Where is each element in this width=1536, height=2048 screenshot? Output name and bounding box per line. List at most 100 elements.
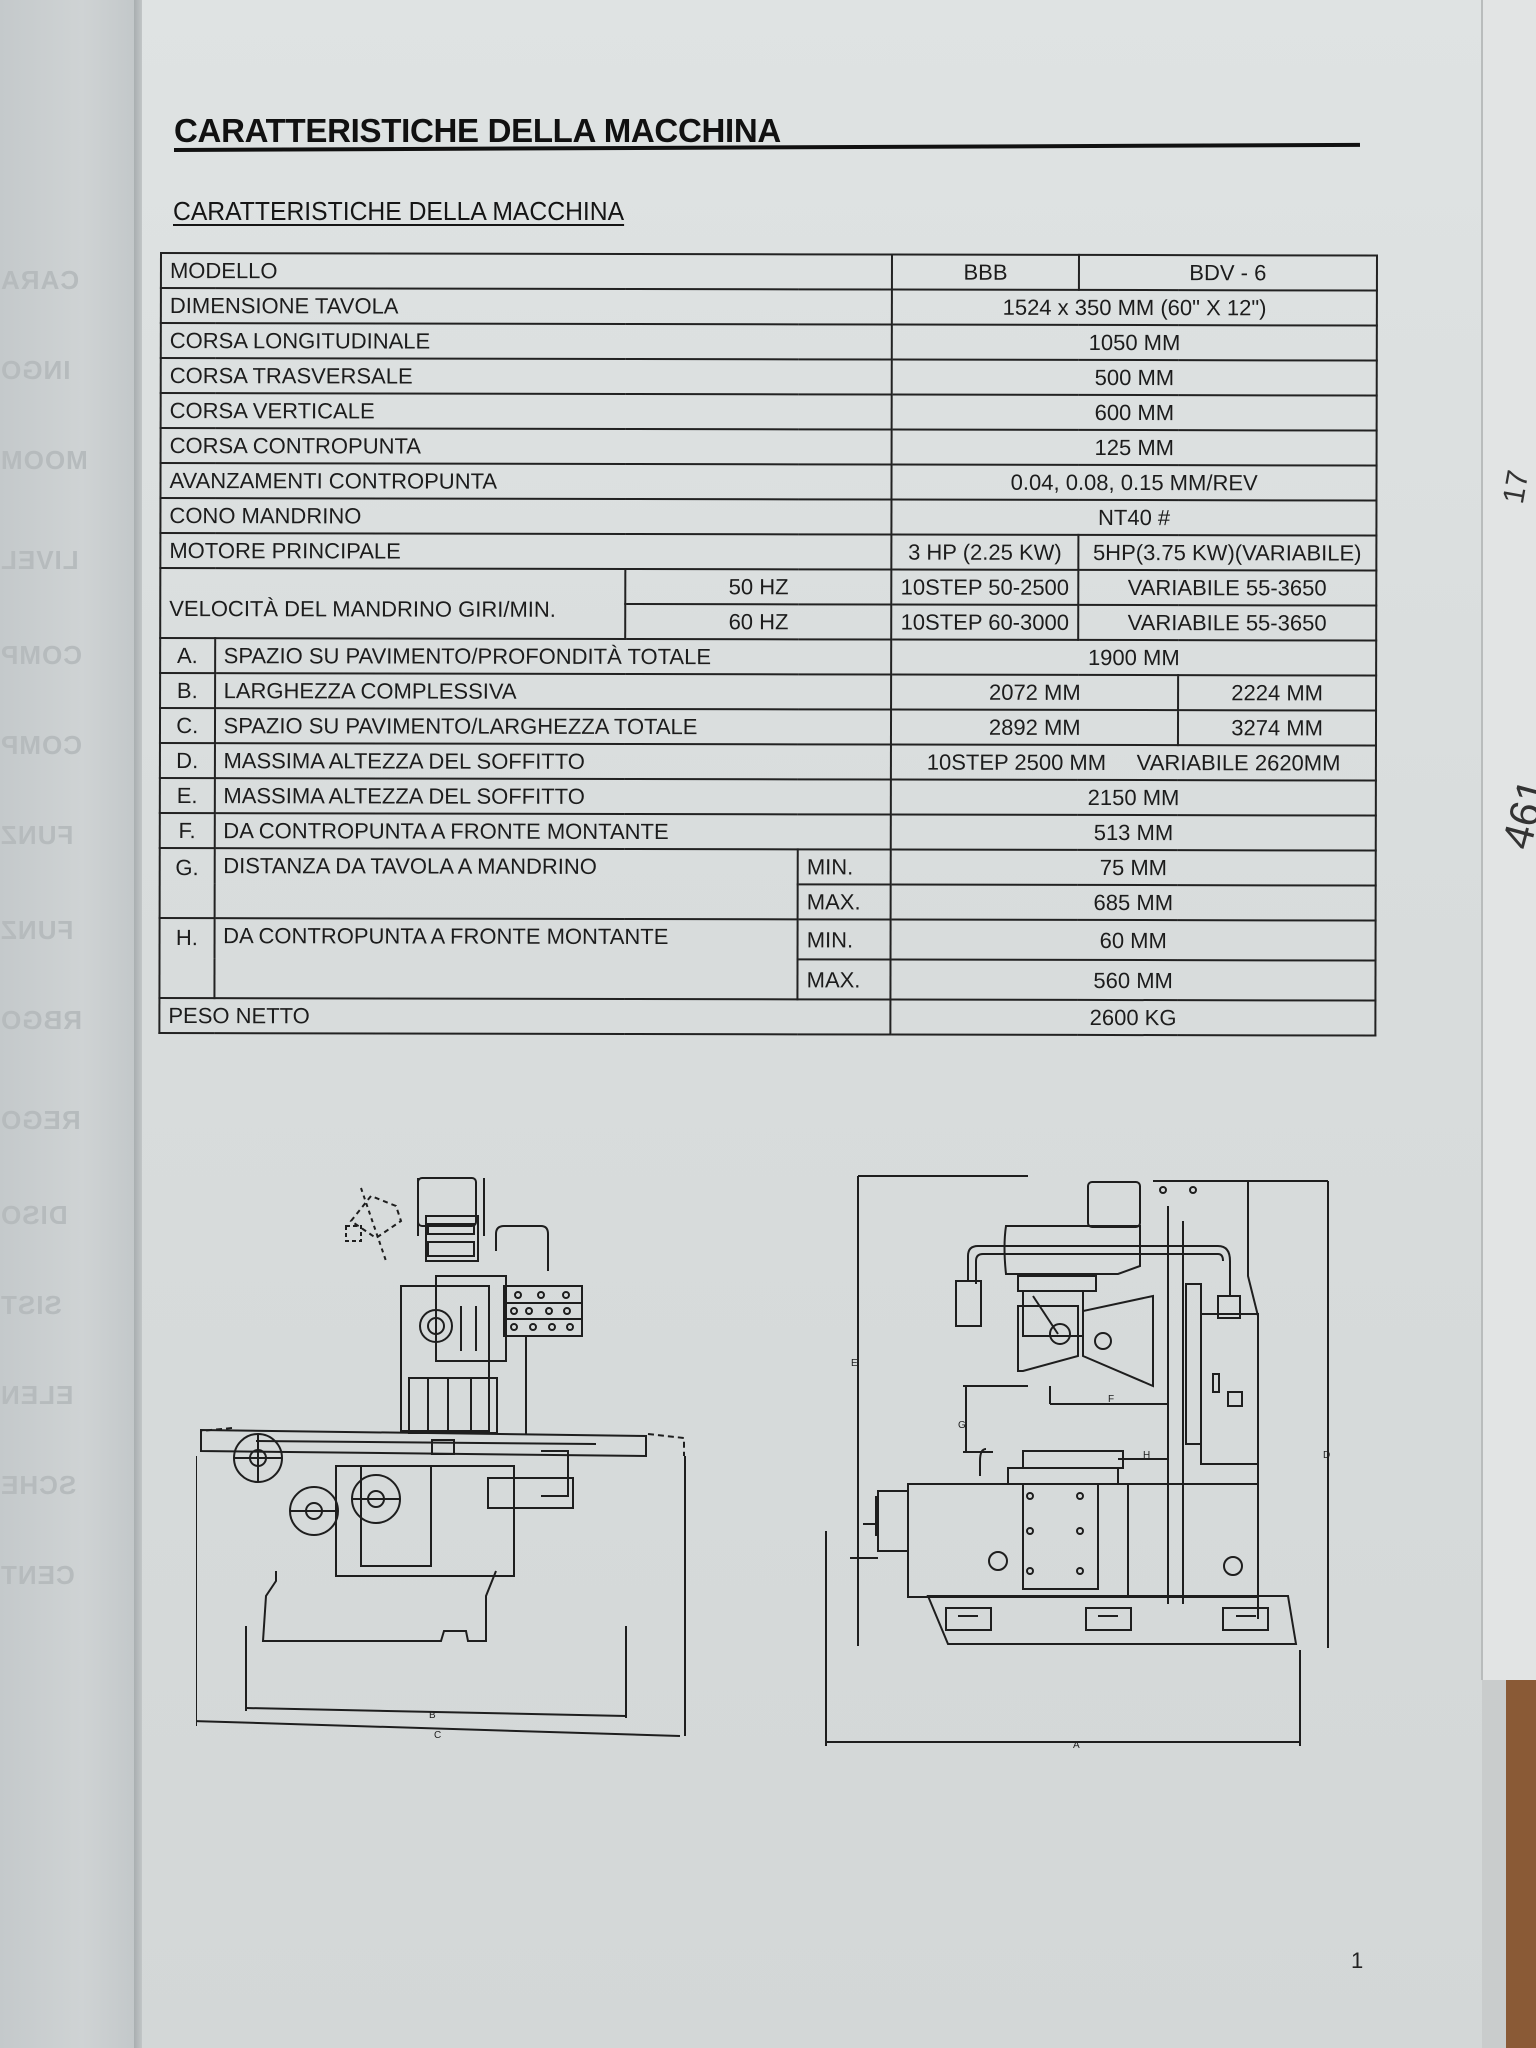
- value-cell: 1900 MM: [891, 639, 1377, 676]
- label-cell: CORSA TRASVERSALE: [160, 358, 893, 395]
- value-cell-min: 75 MM: [891, 849, 1376, 886]
- table-row: CONO MANDRINO NT40 #: [160, 498, 1377, 536]
- label-cell: LARGHEZZA COMPLESSIVA: [214, 673, 892, 710]
- label-cell: SPAZIO SU PAVIMENTO/LARGHEZZA TOTALE: [214, 708, 892, 745]
- label-cell: SPAZIO SU PAVIMENTO/PROFONDITÀ TOTALE: [214, 638, 892, 675]
- front-view-drawing: B C: [196, 1177, 686, 1741]
- value-bbb: 10STEP 2500 MM: [926, 749, 1107, 775]
- value-cell: NT40 #: [891, 499, 1377, 536]
- value-cell-bbb: 2892 MM: [891, 709, 1179, 746]
- freq-cell: 60 HZ: [625, 603, 892, 640]
- page-edge: [1481, 0, 1483, 1680]
- dim-label-c: C: [434, 1730, 441, 1741]
- min-label: MIN.: [797, 919, 891, 960]
- table-row-dim-a: A. SPAZIO SU PAVIMENTO/PROFONDITÀ TOTALE…: [160, 638, 1377, 676]
- value-cell-max: 685 MM: [890, 884, 1376, 921]
- letter-cell: A.: [160, 638, 215, 674]
- value-cell: 125 MM: [891, 429, 1377, 466]
- value-cell: 1050 MM: [892, 324, 1377, 361]
- letter-cell: D.: [159, 743, 215, 779]
- label-cell: CORSA VERTICALE: [160, 393, 893, 430]
- table-row: CORSA TRASVERSALE 500 MM: [160, 358, 1377, 396]
- freq-cell: 50 HZ: [625, 568, 892, 605]
- facing-page: CARA INGO MOOM LIVEL COMP COMP FUNZ FUNZ…: [0, 0, 138, 2048]
- letter-cell: C.: [159, 708, 215, 744]
- side-view-drawing: E D F G H A: [825, 1175, 1330, 1751]
- dim-label-g: G: [958, 1420, 966, 1431]
- ghost-text: INGO: [0, 355, 71, 385]
- ghost-text: ELEN: [0, 1380, 74, 1410]
- dim-label-b: B: [429, 1710, 436, 1721]
- label-cell: VELOCITÀ DEL MANDRINO GIRI/MIN.: [160, 568, 626, 639]
- ghost-text: RBGO: [0, 1005, 82, 1035]
- label-cell: DA CONTROPUNTA A FRONTE MONTANTE: [213, 918, 798, 1000]
- value-cell-bbb: BBB: [892, 254, 1079, 290]
- value-cell-max: 560 MM: [890, 959, 1376, 1001]
- value-cell-bdv: 2224 MM: [1178, 675, 1377, 711]
- table-row: AVANZAMENTI CONTROPUNTA 0.04, 0.08, 0.15…: [160, 463, 1377, 501]
- table-row-model: MODELLO BBB BDV - 6: [160, 253, 1377, 291]
- page-fold: [134, 0, 144, 2048]
- value-cell: 600 MM: [891, 394, 1377, 431]
- value-cell-bdv: VARIABILE 55-3650: [1077, 604, 1377, 641]
- value-cell-bdv: VARIABILE 55-3650: [1078, 569, 1377, 606]
- value-cell: 2600 KG: [890, 999, 1376, 1036]
- dim-label-a: A: [1073, 1740, 1080, 1751]
- ghost-text: REGO: [0, 1105, 81, 1135]
- value-cell: 0.04, 0.08, 0.15 MM/REV: [891, 464, 1377, 501]
- table-row-weight: PESO NETTO 2600 KG: [159, 998, 1376, 1036]
- min-label: MIN.: [797, 849, 892, 885]
- table-row-dim-h-min: H. DA CONTROPUNTA A FRONTE MONTANTE MIN.…: [159, 918, 1376, 1000]
- table-row-motor: MOTORE PRINCIPALE 3 HP (2.25 KW) 5HP(3.7…: [160, 533, 1377, 571]
- letter-cell: H.: [159, 918, 215, 999]
- value-cell-bbb: 3 HP (2.25 KW): [891, 534, 1079, 570]
- dim-label-d: D: [1323, 1450, 1330, 1461]
- label-cell: MASSIMA ALTEZZA DEL SOFFITTO: [214, 778, 892, 815]
- ghost-text: COMP: [0, 640, 82, 670]
- label-cell: DA CONTROPUNTA A FRONTE MONTANTE: [214, 813, 892, 850]
- label-cell: MASSIMA ALTEZZA DEL SOFFITTO: [214, 743, 892, 780]
- value-cell: 1524 x 350 MM (60" X 12"): [892, 289, 1377, 326]
- label-cell: PESO NETTO: [159, 998, 891, 1035]
- document-page: [142, 0, 1482, 2048]
- page-title: CARATTERISTICHE DELLA MACCHINA: [174, 112, 781, 149]
- value-cell-min: 60 MM: [890, 919, 1376, 961]
- ghost-text: SCHE: [0, 1470, 77, 1500]
- ghost-text: COMP: [0, 730, 82, 760]
- table-row: DIMENSIONE TAVOLA 1524 x 350 MM (60" X 1…: [160, 288, 1377, 326]
- label-cell: CORSA LONGITUDINALE: [160, 323, 893, 360]
- ghost-text: DISO: [0, 1200, 68, 1230]
- letter-cell: F.: [159, 813, 215, 849]
- letter-cell: E.: [159, 778, 215, 814]
- dim-label-f: F: [1108, 1394, 1114, 1405]
- value-cell: 500 MM: [892, 359, 1377, 396]
- underlying-sheet: [1482, 0, 1536, 1680]
- ghost-text: CARA: [0, 265, 80, 295]
- table-row-spindle-50hz: VELOCITÀ DEL MANDRINO GIRI/MIN. 50 HZ 10…: [160, 568, 1377, 639]
- table-row-dim-c: C. SPAZIO SU PAVIMENTO/LARGHEZZA TOTALE …: [159, 708, 1377, 746]
- label-cell: DISTANZA DA TAVOLA A MANDRINO: [214, 848, 798, 920]
- ghost-text: FUNZ: [0, 820, 74, 850]
- max-label: MAX.: [797, 884, 892, 920]
- ghost-text: CENT: [0, 1560, 75, 1590]
- table-row-dim-d: D. MASSIMA ALTEZZA DEL SOFFITTO 10STEP 2…: [159, 743, 1376, 781]
- value-cell-bdv: 5HP(3.75 KW)(VARIABILE): [1078, 534, 1377, 571]
- section-subtitle: CARATTERISTICHE DELLA MACCHINA: [173, 196, 625, 226]
- dim-label-h: H: [1143, 1450, 1150, 1461]
- table-row-dim-f: F. DA CONTROPUNTA A FRONTE MONTANTE 513 …: [159, 813, 1376, 851]
- letter-cell: B.: [160, 673, 215, 709]
- value-cell-bbb: 2072 MM: [891, 674, 1179, 711]
- page-number: 1: [1351, 1948, 1364, 1973]
- table-row-dim-e: E. MASSIMA ALTEZZA DEL SOFFITTO 2150 MM: [159, 778, 1376, 816]
- spec-table: MODELLO BBB BDV - 6 DIMENSIONE TAVOLA 15…: [158, 252, 1378, 1037]
- label-cell: CORSA CONTROPUNTA: [160, 428, 892, 465]
- table-row: CORSA LONGITUDINALE 1050 MM: [160, 323, 1377, 361]
- table-row-dim-g-min: G. DISTANZA DA TAVOLA A MANDRINO MIN. 75…: [159, 848, 1376, 920]
- ghost-text: LIVEL: [0, 545, 79, 575]
- ghost-text: SIST: [0, 1290, 62, 1320]
- label-cell: AVANZAMENTI CONTROPUNTA: [160, 463, 892, 500]
- value-cell-split: 10STEP 2500 MM VARIABILE 2620MM: [891, 744, 1376, 781]
- handwritten-note: 17: [1497, 467, 1536, 507]
- label-cell: MODELLO: [160, 253, 893, 290]
- table-row-dim-b: B. LARGHEZZA COMPLESSIVA 2072 MM 2224 MM: [160, 673, 1377, 711]
